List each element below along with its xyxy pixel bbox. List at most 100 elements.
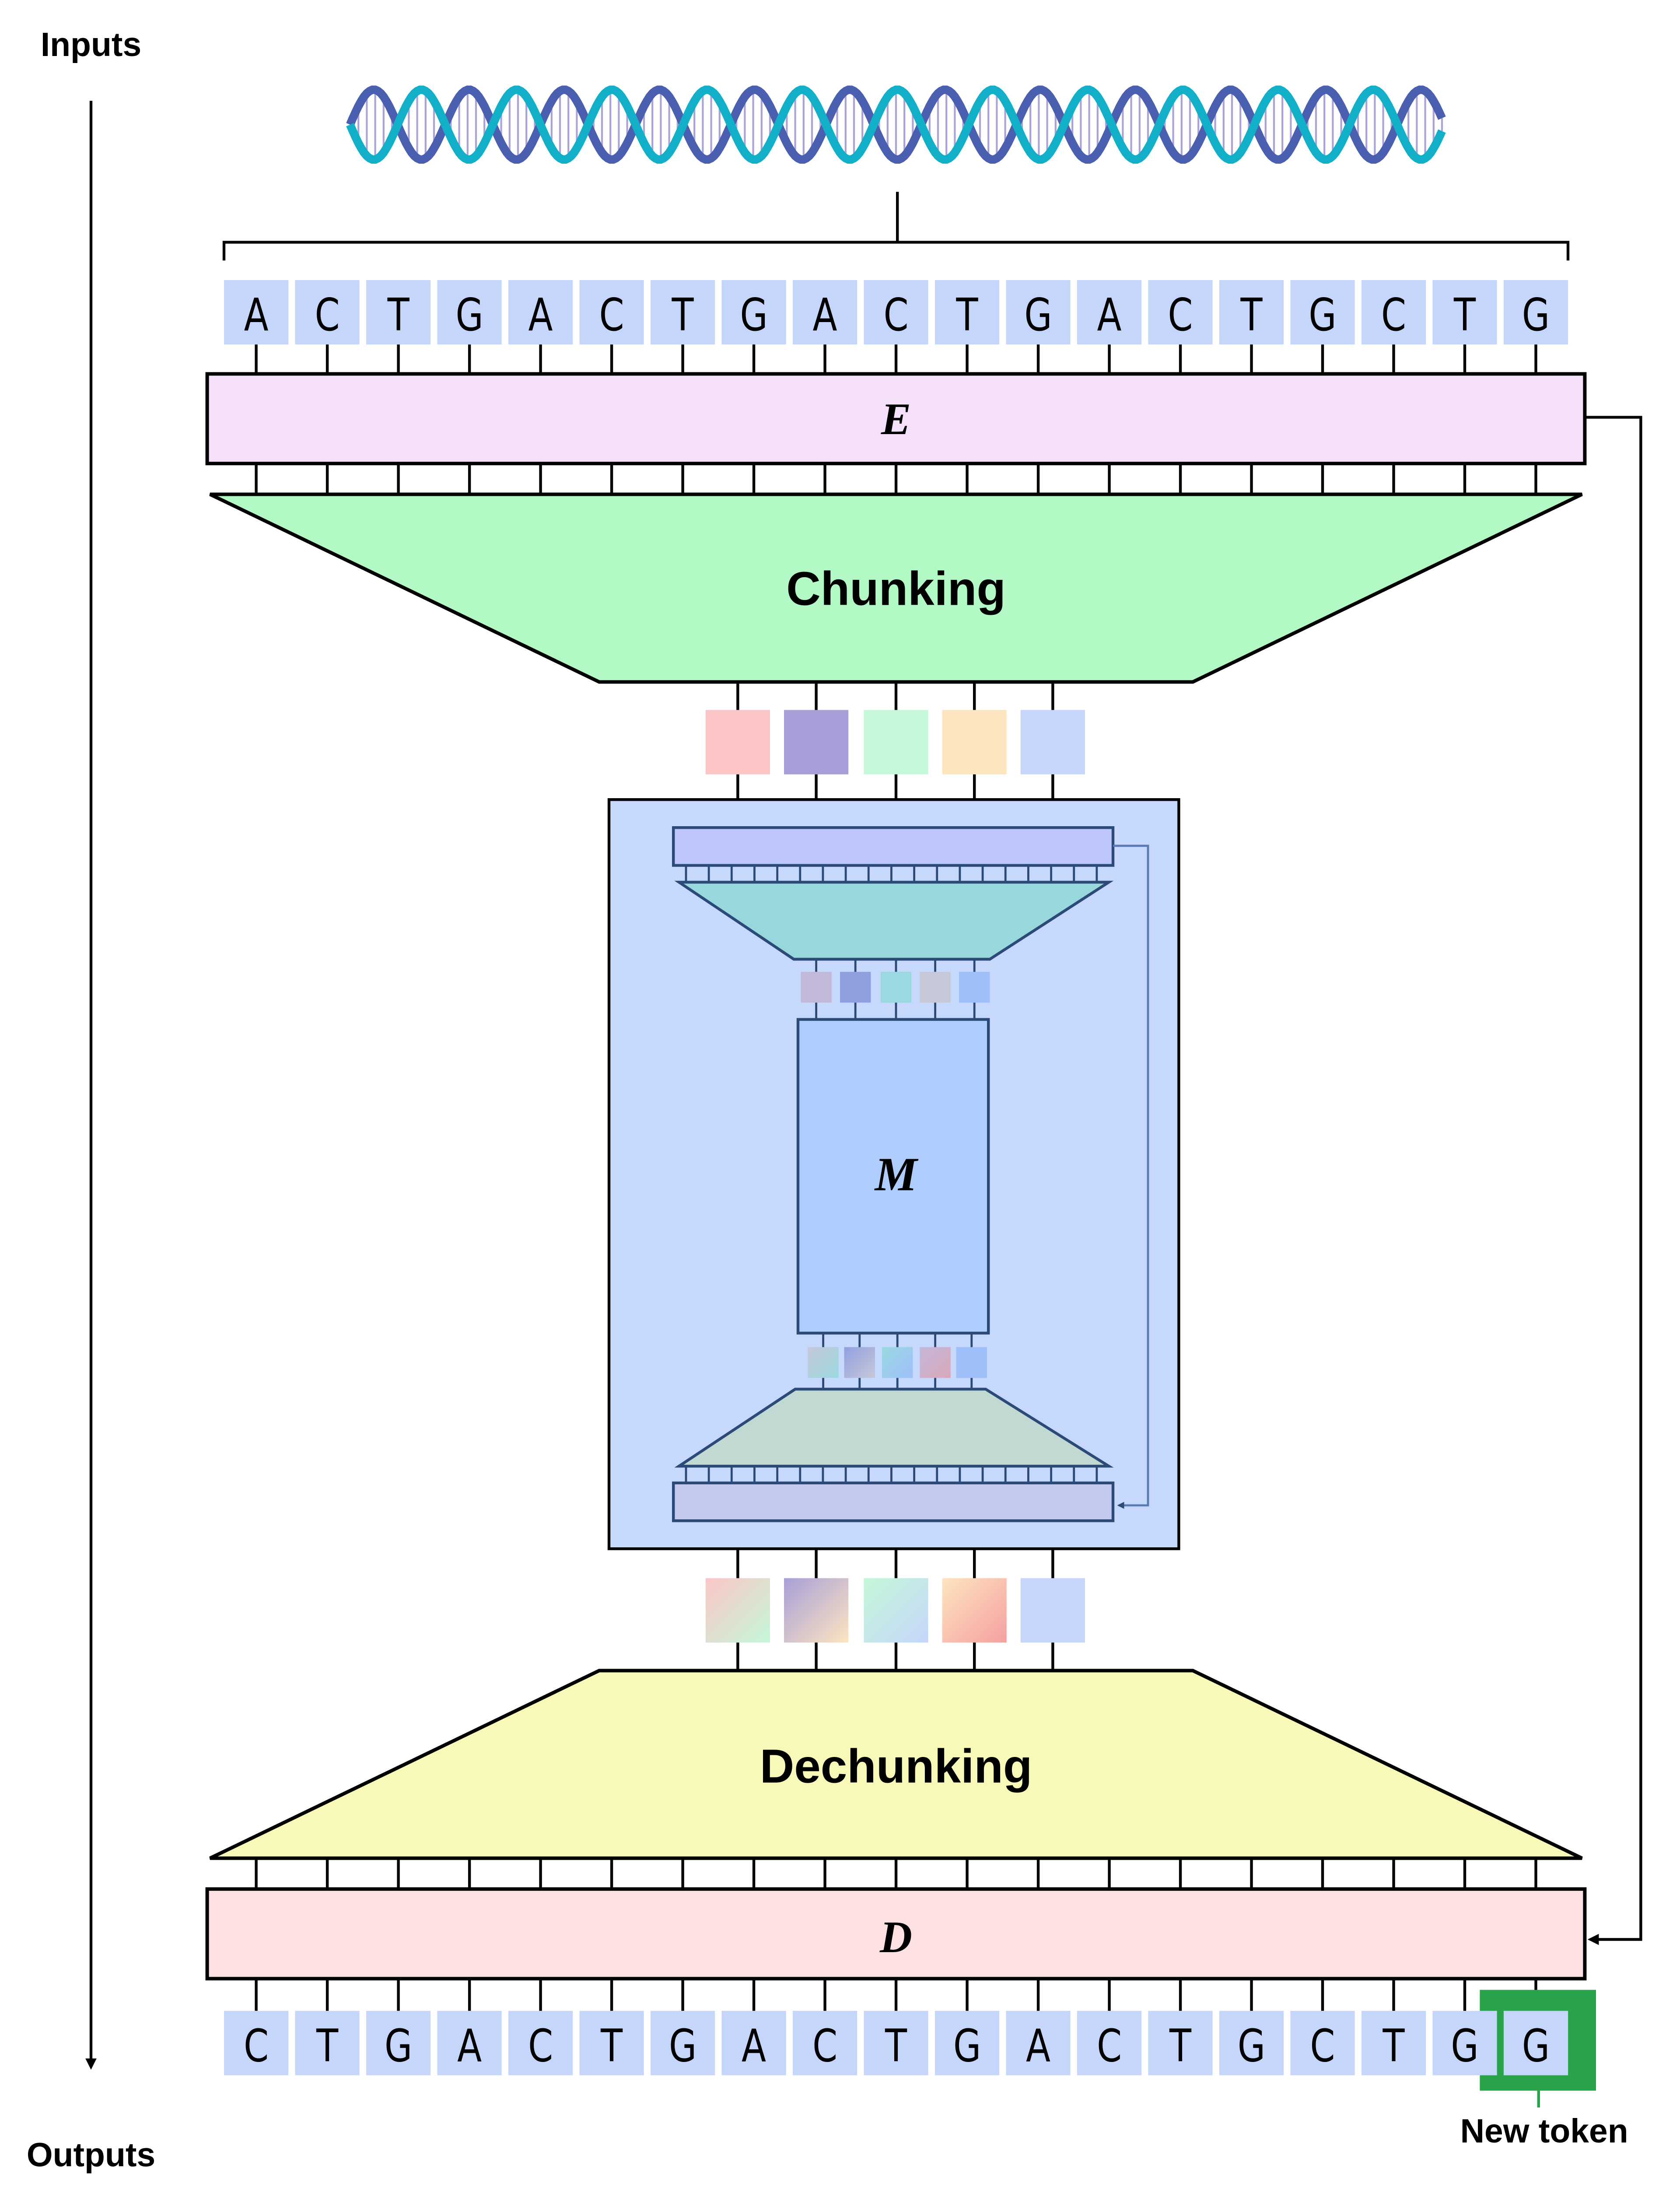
token-box — [579, 280, 644, 345]
token-letter: C — [528, 2020, 553, 2072]
inner-chunk-vector — [959, 971, 990, 1003]
chunk-vector — [784, 710, 849, 775]
token-box — [1219, 280, 1284, 345]
token-letter: A — [528, 289, 553, 341]
dechunk-vector — [942, 1578, 1007, 1643]
token-box — [864, 280, 928, 345]
dechunk-vector — [864, 1578, 928, 1643]
token-box — [1148, 2011, 1213, 2076]
chunk-vector — [1020, 710, 1085, 775]
token-letter: G — [953, 2020, 981, 2072]
inner-chunk-vector — [801, 971, 832, 1003]
inner-dechunk-vector — [956, 1347, 987, 1378]
token-box — [1006, 280, 1071, 345]
inner-dechunk-vector — [808, 1347, 839, 1378]
token-letter: T — [600, 2020, 623, 2072]
token-box — [721, 2011, 786, 2076]
token-box — [934, 280, 1000, 345]
token-box — [1361, 2011, 1426, 2076]
token-box — [1361, 280, 1426, 345]
main-network-label: M — [874, 1148, 919, 1201]
token-box — [792, 280, 858, 345]
token-letter: G — [1238, 2020, 1265, 2072]
token-box — [1219, 2011, 1284, 2076]
token-letter: G — [455, 289, 483, 341]
token-letter: G — [1309, 289, 1336, 341]
token-letter: C — [883, 289, 908, 341]
outputs-label: Outputs — [27, 2136, 155, 2174]
token-letter: A — [742, 2020, 766, 2072]
token-letter: C — [1310, 2020, 1335, 2072]
token-box — [864, 2011, 928, 2076]
token-box — [508, 2011, 573, 2076]
token-letter: T — [672, 289, 694, 341]
dna-strand — [346, 85, 1446, 164]
token-box — [295, 280, 360, 345]
chunk-vector — [705, 710, 770, 775]
token-connectors — [255, 344, 1537, 2011]
token-box — [366, 280, 431, 345]
token-letter: A — [244, 289, 269, 341]
token-box — [1077, 2011, 1142, 2076]
inner-chunk-vector — [880, 971, 912, 1003]
inner-dechunking-block — [674, 1388, 1114, 1468]
dechunk-vector — [784, 1578, 849, 1643]
token-letter: C — [1381, 289, 1406, 341]
token-letter: T — [956, 289, 978, 341]
token-box — [579, 2011, 644, 2076]
token-letter: T — [316, 2020, 338, 2072]
encoder-label: E — [881, 395, 911, 444]
encoder-block — [205, 372, 1587, 466]
inner-residual-arrow — [1113, 845, 1149, 1509]
token-letter: C — [599, 289, 624, 341]
token-letter: G — [1522, 2020, 1550, 2072]
token-letter: A — [1026, 2020, 1050, 2072]
inner-encoder-block — [672, 826, 1115, 867]
token-box — [224, 2011, 289, 2076]
chunk-vector — [864, 710, 928, 775]
token-letter: T — [885, 2020, 907, 2072]
token-box — [792, 2011, 858, 2076]
token-box — [366, 2011, 431, 2076]
dechunking-block — [209, 1669, 1583, 1860]
inner-dechunk-vector — [844, 1347, 875, 1378]
token-letter: T — [1382, 2020, 1405, 2072]
token-letter: G — [385, 2020, 412, 2072]
token-letter: T — [1169, 2020, 1191, 2072]
inputs-label: Inputs — [41, 26, 141, 63]
token-letter: T — [1240, 289, 1263, 341]
chunk-vector — [942, 710, 1007, 775]
token-box — [437, 280, 502, 345]
token-letter: C — [315, 289, 340, 341]
dna-helix-icon — [346, 85, 1446, 164]
token-box — [508, 280, 573, 345]
token-box — [1432, 280, 1497, 345]
token-letter: T — [387, 289, 410, 341]
token-box — [1077, 280, 1142, 345]
decoder-label: D — [879, 1913, 912, 1962]
token-box — [650, 2011, 715, 2076]
token-box — [224, 280, 289, 345]
new-token-label: New token — [1460, 2112, 1628, 2150]
token-box — [1290, 2011, 1355, 2076]
token-letter: G — [1522, 289, 1550, 341]
token-letter: T — [1453, 289, 1476, 341]
dechunk-vector — [1020, 1578, 1085, 1643]
token-box — [1290, 280, 1355, 345]
token-box — [1503, 2011, 1568, 2076]
token-box — [650, 280, 715, 345]
token-letter: G — [669, 2020, 696, 2072]
token-box — [934, 2011, 1000, 2076]
token-letter: C — [1168, 289, 1193, 341]
token-letter: A — [1097, 289, 1122, 341]
token-box — [1148, 280, 1213, 345]
dechunk-row — [705, 1549, 1085, 1671]
inner-main-block — [796, 1018, 990, 1335]
residual-skip-arrow — [1585, 416, 1642, 1945]
token-letter: C — [244, 2020, 269, 2072]
inner-chunk-vector — [840, 971, 871, 1003]
token-box — [721, 280, 786, 345]
